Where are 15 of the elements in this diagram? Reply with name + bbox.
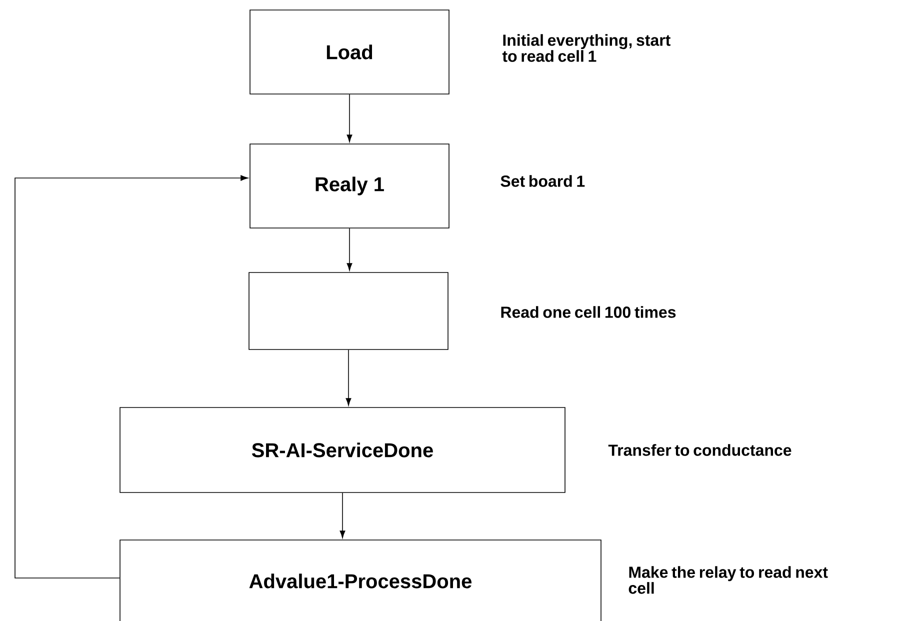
annotation-text: Initial everything, start to read cell 1 bbox=[502, 34, 670, 62]
process-box: Realy 1 bbox=[250, 144, 450, 228]
arrow bbox=[346, 350, 352, 406]
arrow bbox=[340, 492, 346, 538]
annotation-text: Set board 1 bbox=[500, 175, 585, 187]
annotation-text: Read one cell 100 times bbox=[501, 306, 676, 318]
arrow bbox=[346, 228, 352, 271]
annotation-text: Make the relay to read next cell bbox=[628, 566, 828, 594]
annotation-text: Transfer to conductance bbox=[608, 444, 792, 456]
process-box: Load bbox=[250, 10, 450, 94]
arrow bbox=[346, 94, 352, 142]
process-box: SR-AI-ServiceDone bbox=[120, 407, 566, 493]
process-box bbox=[248, 272, 448, 350]
process-box: Advalue1-ProcessDone bbox=[120, 540, 602, 621]
arrow bbox=[14, 175, 248, 578]
